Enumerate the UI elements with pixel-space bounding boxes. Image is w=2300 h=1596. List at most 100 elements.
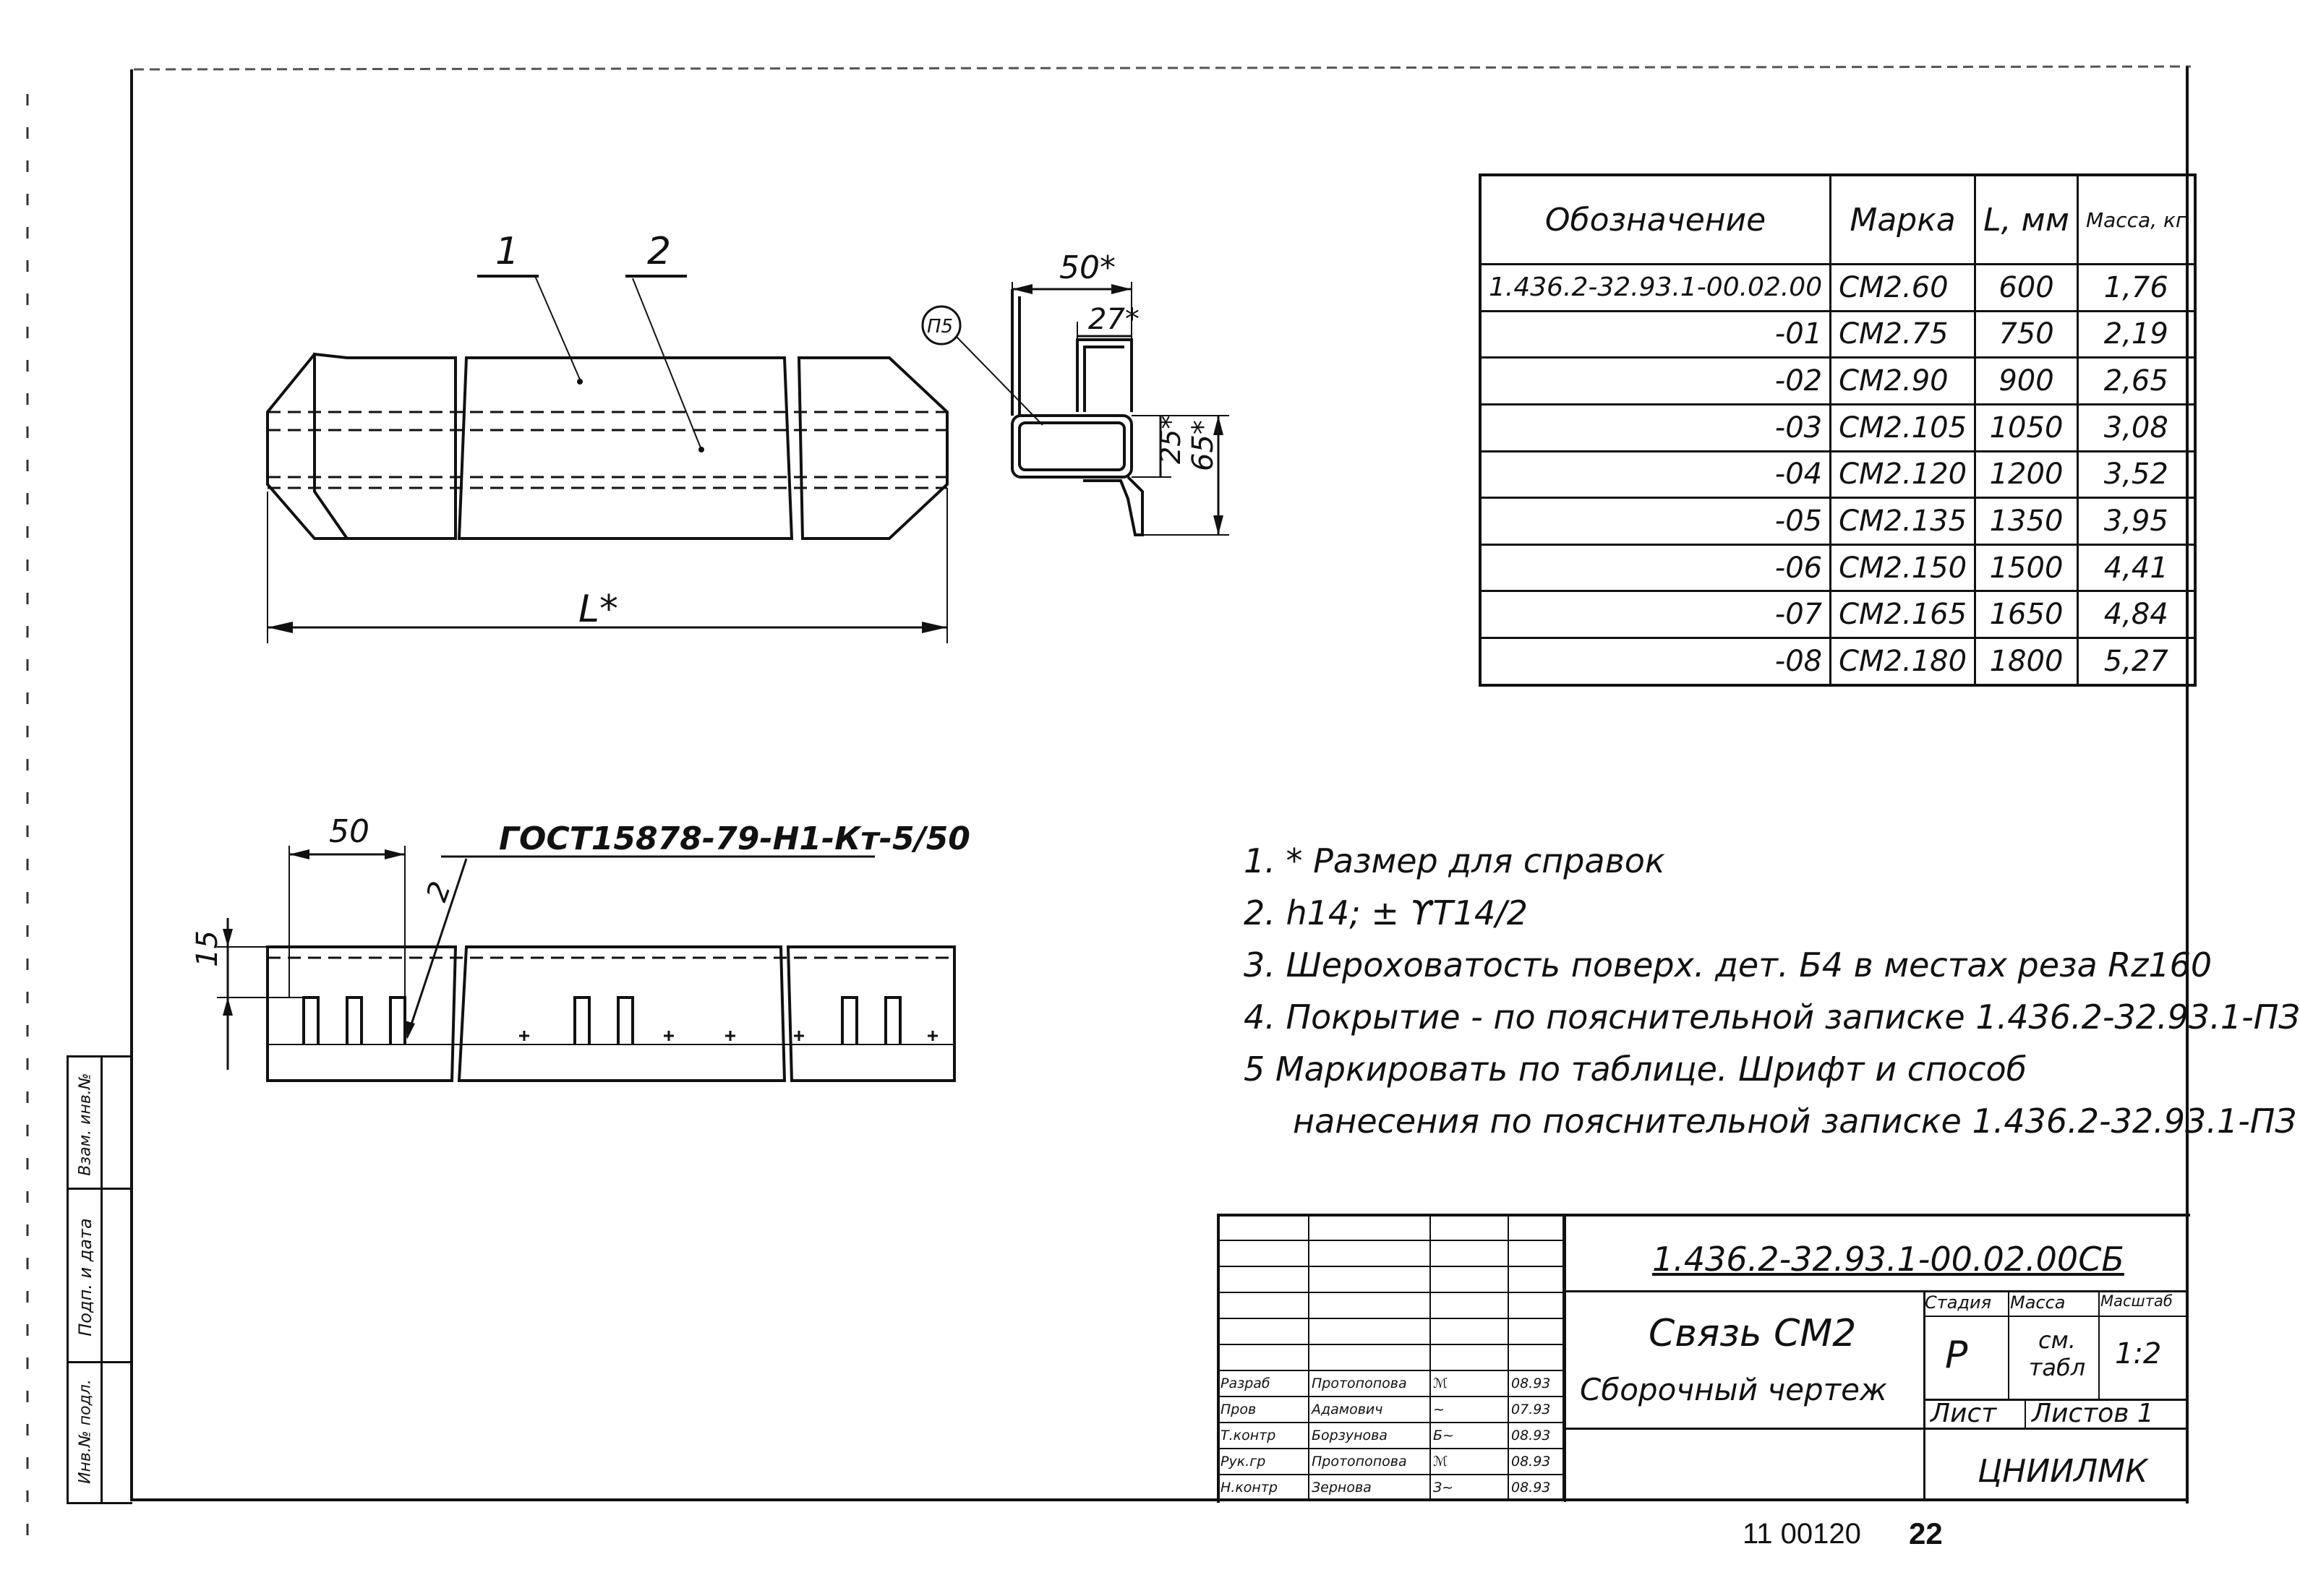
mass-label: Масса xyxy=(2010,1292,2066,1313)
cell-length: 1050 xyxy=(1974,403,2079,452)
title-right xyxy=(1564,1214,2189,1502)
detail-view: 50 15 ГОСТ15878-79-Н1-Кт-5/50 2 xyxy=(191,813,970,1082)
cell-length: 1800 xyxy=(1974,637,2079,687)
spec-table-header: Обозначение Марка L, мм Масса, кг xyxy=(1479,173,2197,265)
section-inner-dim: 27* xyxy=(1088,303,1140,336)
cell-designation: -04 xyxy=(1479,450,1832,499)
sig-role: Разраб xyxy=(1217,1370,1309,1397)
sig-sign: З~ xyxy=(1429,1474,1509,1501)
cell-designation: -03 xyxy=(1479,403,1832,452)
cell-length: 600 xyxy=(1974,263,2079,312)
cell-mark: СМ2.60 xyxy=(1829,263,1977,312)
archive-number: 11 00120 xyxy=(1743,1518,1861,1550)
cell-length: 900 xyxy=(1974,356,2079,406)
sheet-label: Лист xyxy=(1931,1399,1997,1428)
signature-table: Разраб Протопопова ℳ 08.93 Пров Адамович… xyxy=(1217,1214,1564,1501)
weld-part-label: 2 xyxy=(420,878,458,906)
cell-mass: 3,08 xyxy=(2076,403,2197,452)
sig-role: Т.контр xyxy=(1217,1422,1309,1449)
weld-callout: ГОСТ15878-79-Н1-Кт-5/50 xyxy=(499,820,970,857)
cell-length: 1200 xyxy=(1974,450,2079,499)
cell-length: 750 xyxy=(1974,309,2079,359)
part-label-2: 2 xyxy=(647,230,671,273)
doc-code: 1.436.2-32.93.1-00.02.00СБ xyxy=(1652,1240,2124,1279)
section-view: 50* 27* 25* 65* П5 xyxy=(921,249,1229,536)
cell-designation: 1.436.2-32.93.1-00.02.00 xyxy=(1479,263,1832,312)
cell-mass: 3,95 xyxy=(2076,497,2197,546)
page-number: 22 xyxy=(1909,1516,1943,1550)
side-stamp-label: Взам. инв.№ xyxy=(76,1073,95,1176)
sig-name: Зернова xyxy=(1308,1474,1431,1501)
note-item: 3. Шероховатость поверх. дет. Б4 в места… xyxy=(1244,945,2213,984)
cell-designation: -02 xyxy=(1479,356,1832,406)
sig-date: 08.93 xyxy=(1508,1448,1564,1475)
signature-row: Н.контр Зернова З~ 08.93 xyxy=(1217,1474,1564,1501)
cell-length: 1500 xyxy=(1974,543,2079,593)
sig-sign: ℳ xyxy=(1429,1448,1509,1475)
side-stamp: Взам. инв.№ Подп. и дата Инв.№ подл. xyxy=(67,1055,132,1504)
note-item: 1. * Размер для справок xyxy=(1244,841,1665,880)
detail-spacing-dim: 50 xyxy=(329,813,369,850)
sig-date: 08.93 xyxy=(1508,1422,1564,1449)
signature-row: Т.контр Борзунова Б~ 08.93 xyxy=(1217,1422,1564,1449)
col-header-length: L, мм xyxy=(1974,173,2079,265)
sig-role: Рук.гр xyxy=(1217,1448,1309,1475)
part-name: Связь СМ2 xyxy=(1649,1312,1857,1355)
cell-designation: -07 xyxy=(1479,590,1832,640)
sig-date: 08.93 xyxy=(1508,1474,1564,1501)
cell-designation: -01 xyxy=(1479,309,1832,359)
table-row: -03 СМ2.105 1050 3,08 xyxy=(1479,403,2197,452)
cell-mass: 4,84 xyxy=(2076,590,2197,640)
signature-row: Рук.гр Протопопова ℳ 08.93 xyxy=(1217,1448,1564,1475)
cell-designation: -05 xyxy=(1479,497,1832,546)
drawing-type: Сборочный чертеж xyxy=(1580,1372,1887,1407)
side-stamp-label: Подп. и дата xyxy=(75,1218,95,1337)
sig-role: Пров xyxy=(1217,1396,1309,1423)
scale-label: Масштаб xyxy=(2100,1292,2173,1310)
cell-designation: -06 xyxy=(1479,543,1832,593)
cell-mark: СМ2.90 xyxy=(1829,356,1977,406)
table-row: -08 СМ2.180 1800 5,27 xyxy=(1479,637,2197,687)
section-width-dim: 50* xyxy=(1059,249,1116,286)
part-label-1: 1 xyxy=(495,230,519,273)
sig-name: Протопопова xyxy=(1308,1370,1431,1397)
table-row: -06 СМ2.150 1500 4,41 xyxy=(1479,543,2197,593)
cell-mark: СМ2.135 xyxy=(1829,497,1977,546)
sig-sign: Б~ xyxy=(1429,1422,1509,1449)
cell-mass: 4,41 xyxy=(2076,543,2197,593)
section-height-small-dim: 25* xyxy=(1155,416,1187,464)
technical-notes: 1. * Размер для справок 2. h14; ± ϒT14/2… xyxy=(1244,835,2300,1147)
spec-table: Обозначение Марка L, мм Масса, кг 1.436.… xyxy=(1479,173,2197,687)
cell-length: 1350 xyxy=(1974,497,2079,546)
cell-mark: СМ2.180 xyxy=(1829,637,1977,687)
sig-sign: ℳ xyxy=(1429,1370,1509,1397)
cell-length: 1650 xyxy=(1974,590,2079,640)
col-header-designation: Обозначение xyxy=(1479,173,1832,265)
length-dim-label: L* xyxy=(578,588,618,631)
signature-row: Разраб Протопопова ℳ 08.93 xyxy=(1217,1370,1564,1397)
detail-height-dim: 15 xyxy=(191,930,224,967)
stage-value: Р xyxy=(1945,1334,1968,1377)
table-row: -01 СМ2.75 750 2,19 xyxy=(1479,309,2197,359)
organization: ЦНИИЛМК xyxy=(1978,1453,2148,1490)
side-stamp-label: Инв.№ подл. xyxy=(76,1379,95,1484)
note-item: 5 Маркировать по таблице. Шрифт и способ xyxy=(1244,1050,2027,1089)
scale-value: 1:2 xyxy=(2115,1337,2162,1370)
table-row: -04 СМ2.120 1200 3,52 xyxy=(1479,450,2197,499)
sig-name: Адамович xyxy=(1308,1396,1431,1423)
cell-mass: 3,52 xyxy=(2076,450,2197,499)
sig-name: Борзунова xyxy=(1308,1422,1431,1449)
cell-mass: 2,65 xyxy=(2076,356,2197,406)
note-item: нанесения по пояснительной записке 1.436… xyxy=(1293,1102,2296,1141)
table-row: -02 СМ2.90 900 2,65 xyxy=(1479,356,2197,406)
col-header-mass: Масса, кг xyxy=(2076,173,2197,265)
stage-label: Стадия xyxy=(1925,1292,1992,1313)
section-height-total-dim: 65* xyxy=(1187,420,1220,471)
signature-row: Пров Адамович ~ 07.93 xyxy=(1217,1396,1564,1423)
table-row: 1.436.2-32.93.1-00.02.00 СМ2.60 600 1,76 xyxy=(1479,263,2197,312)
sheets-label: Листов 1 xyxy=(2032,1399,2154,1428)
note-item: 4. Покрытие - по пояснительной записке 1… xyxy=(1244,998,2300,1037)
section-ref-label: П5 xyxy=(927,316,953,338)
sig-role: Н.контр xyxy=(1217,1474,1309,1501)
sig-date: 08.93 xyxy=(1508,1370,1564,1397)
